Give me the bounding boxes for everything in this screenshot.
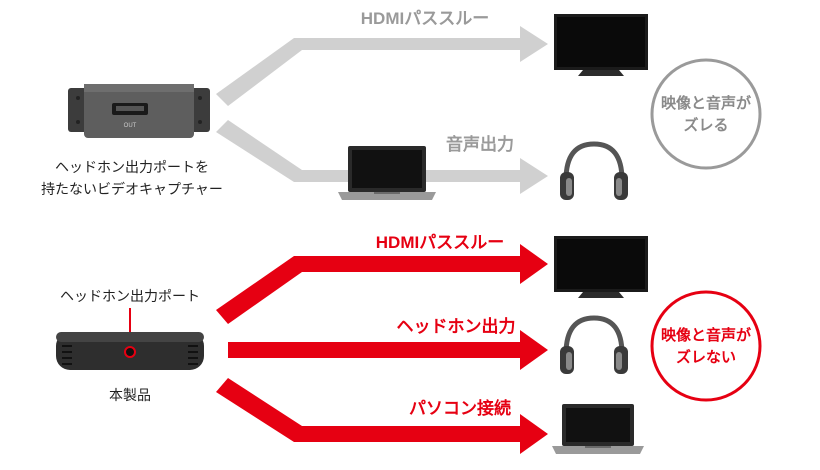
laptop-icon: [552, 404, 644, 454]
top-hdmi-route-label: HDMIパススルー: [361, 9, 489, 28]
device-port-label: OUT: [124, 123, 137, 129]
top-device-caption-2: 持たないビデオキャプチャー: [41, 181, 223, 197]
bottom-pc-route-label: パソコン接続: [409, 398, 511, 418]
tv-icon: [554, 236, 648, 298]
top-result-circle: [650, 58, 762, 170]
top-audio-route-label: 音声出力: [446, 134, 514, 154]
headphones-icon: [560, 315, 628, 374]
bottom-result-line-1: 映像と音声が: [661, 326, 752, 344]
red-arrow-hdmi: [216, 244, 548, 324]
red-arrow-headphone: [228, 330, 548, 370]
bottom-result-line-2: ズレない: [676, 348, 736, 366]
headphones-icon: [560, 141, 628, 200]
bottom-port-caption: ヘッドホン出力ポート: [60, 288, 200, 304]
bottom-result-circle: [650, 290, 762, 402]
top-result-line-2: ズレる: [683, 116, 728, 134]
hdmi-capture-device-icon: OUT: [68, 84, 210, 138]
bottom-device-caption: 本製品: [109, 387, 151, 403]
bottom-headphone-route-label: ヘッドホン出力: [397, 316, 516, 336]
top-result-line-1: 映像と音声が: [661, 94, 752, 112]
gray-arrow-audio: [216, 120, 548, 194]
laptop-icon: [338, 146, 436, 200]
tv-icon: [554, 14, 648, 76]
red-arrow-pc: [216, 378, 548, 454]
top-device-caption-1: ヘッドホン出力ポートを: [55, 159, 209, 175]
headphone-port-marker: [124, 346, 136, 358]
gray-arrow-hdmi: [216, 26, 548, 106]
bottom-hdmi-route-label: HDMIパススルー: [376, 233, 504, 252]
